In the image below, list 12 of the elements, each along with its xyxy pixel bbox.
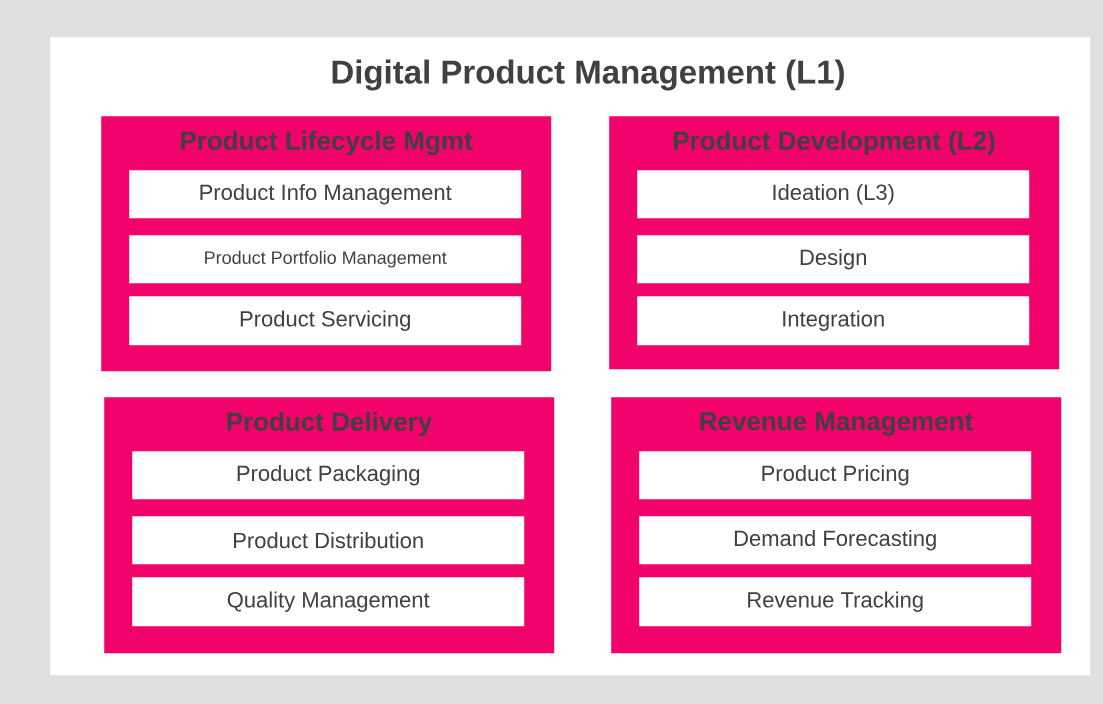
item-box: Integration <box>637 296 1030 346</box>
item-box: Demand Forecasting <box>639 516 1032 565</box>
item-box: Quality Management <box>132 577 525 627</box>
item-box: Design <box>637 235 1030 284</box>
item-box: Product Distribution <box>132 516 525 565</box>
item-box: Product Info Management <box>129 170 522 219</box>
item-box: Product Servicing <box>129 296 522 346</box>
item-box: Product Packaging <box>132 451 525 500</box>
item-box: Ideation (L3) <box>637 170 1030 219</box>
item-box: Revenue Tracking <box>639 577 1032 627</box>
item-box: Product Pricing <box>639 451 1032 500</box>
item-box: Product Portfolio Management <box>129 235 522 284</box>
